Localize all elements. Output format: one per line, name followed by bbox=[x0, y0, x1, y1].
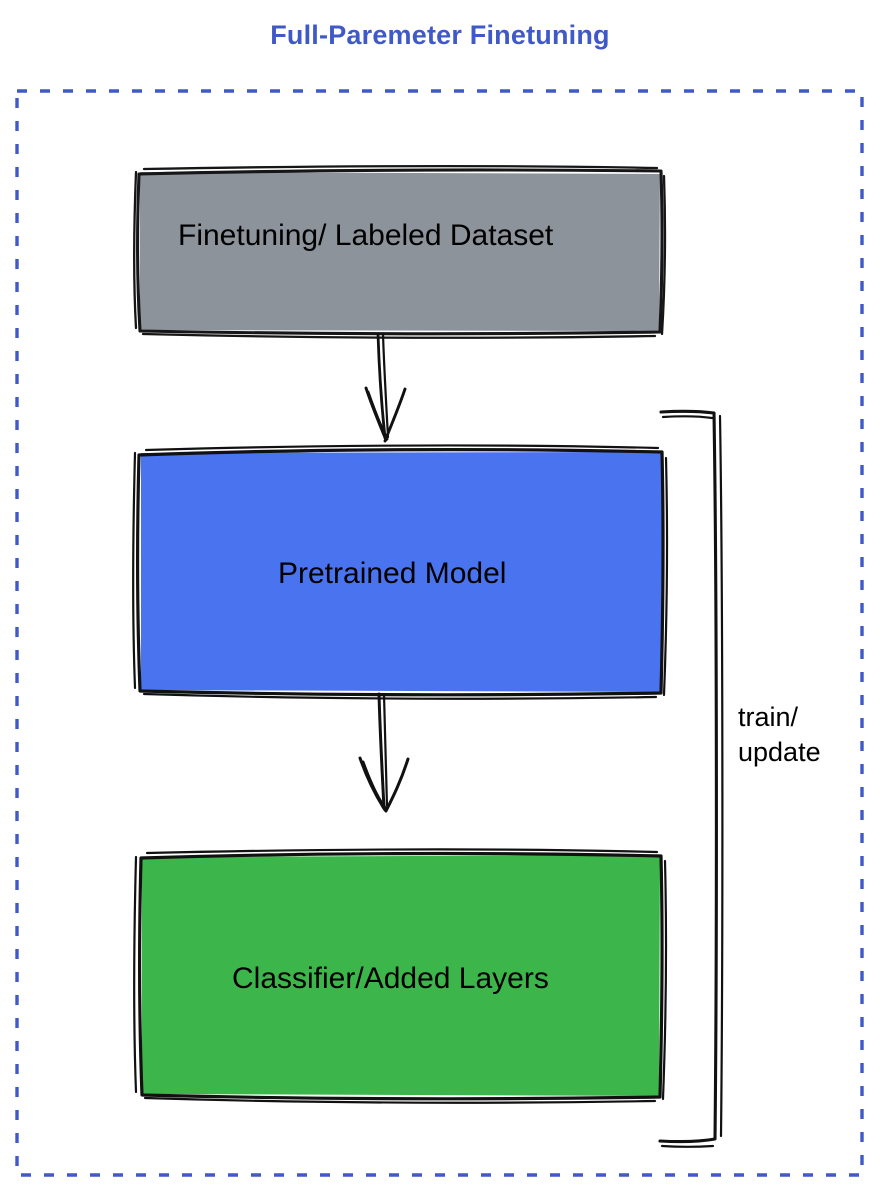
edge-pretrained-to-classifier bbox=[358, 692, 410, 813]
edge-2-shaft-b bbox=[382, 692, 389, 808]
node-pretrained-label: Pretrained Model bbox=[278, 557, 507, 590]
feedback-loop-path-a bbox=[658, 409, 718, 1144]
edge-2-shaft-a bbox=[377, 692, 386, 810]
node-pretrained-outline-b bbox=[132, 444, 669, 700]
node-dataset[interactable] bbox=[132, 165, 667, 339]
node-dataset-outline-b bbox=[132, 165, 667, 339]
node-pretrained-fill bbox=[141, 452, 662, 692]
outer-dashed-frame bbox=[15, 89, 864, 1177]
feedback-loop-path-b bbox=[660, 414, 724, 1148]
node-classifier[interactable] bbox=[133, 848, 668, 1104]
node-classifier-outline-b bbox=[133, 848, 668, 1104]
edge-1-shaft-b bbox=[381, 332, 390, 439]
node-dataset-label: Finetuning/ Labeled Dataset bbox=[178, 219, 554, 252]
node-dataset-fill bbox=[140, 172, 660, 331]
edge-feedback-loop bbox=[658, 409, 724, 1148]
node-classifier-fill bbox=[142, 855, 660, 1096]
page-title: Full-Paremeter Finetuning bbox=[270, 20, 610, 50]
node-pretrained-outline-a bbox=[136, 448, 665, 697]
node-pretrained[interactable] bbox=[132, 444, 669, 700]
feedback-loop-label: train/ update bbox=[738, 702, 821, 767]
node-dataset-outline-a bbox=[136, 168, 664, 336]
node-classifier-label: Classifier/Added Layers bbox=[232, 962, 549, 995]
node-classifier-outline-a bbox=[138, 851, 664, 1101]
edge-dataset-to-pretrained bbox=[364, 332, 407, 443]
edge-1-shaft-a bbox=[376, 332, 387, 440]
edge-1-arrowhead bbox=[364, 386, 407, 443]
edge-2-arrowhead bbox=[358, 756, 410, 813]
